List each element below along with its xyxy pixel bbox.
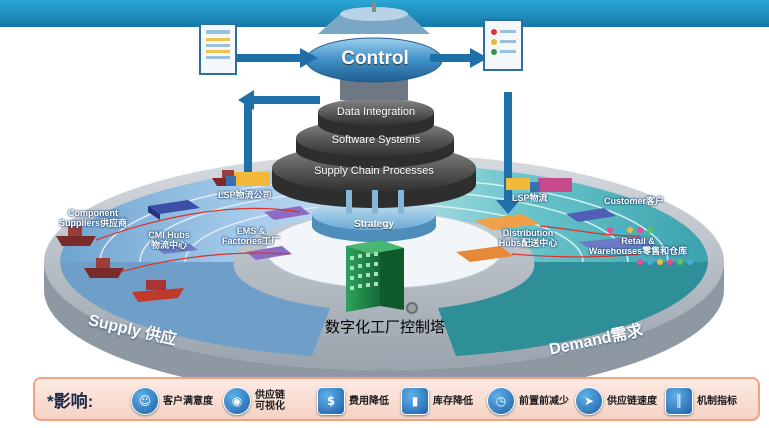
impact-item-cost-reduction: $ 费用降低 — [317, 386, 389, 416]
impact-title: *影响: — [47, 392, 94, 411]
impact-item-customer-satisfaction: ☺ 客户满意度 — [131, 386, 213, 416]
truck-icon — [506, 178, 530, 190]
demand-route — [539, 225, 641, 237]
impact-item-label-line2: 可视化 — [255, 401, 285, 412]
dollar-icon: $ — [317, 387, 345, 415]
distribution-hub-icon — [456, 214, 540, 262]
tower-pillars — [346, 190, 404, 214]
impact-item-label: 机制指标 — [697, 395, 737, 407]
demand-assets — [456, 178, 693, 265]
node-cmi-hubs: CMI Hubs 物流中心 — [138, 230, 200, 250]
node-label-line2: Hubs配送中心 — [498, 238, 558, 248]
warehouse-icon — [148, 200, 200, 220]
node-lsp-right: LSP物流 — [512, 193, 548, 203]
supply-assets — [56, 170, 310, 302]
node-label-line2: Suppliers供应商 — [58, 218, 127, 228]
node-label-line2: Warehouses零售和仓库 — [588, 246, 688, 256]
tower-supply-chain-processes-label: Supply Chain Processes — [314, 165, 434, 177]
dashboard-monitor-left — [199, 23, 237, 75]
warehouse-icon — [578, 236, 656, 252]
warehouse-icon — [156, 244, 198, 254]
truck-icon — [530, 178, 572, 192]
impact-item-label: 供应链速度 — [607, 395, 657, 407]
impact-item-metrics: ║ 机制指标 — [665, 386, 737, 416]
node-label-line1: LSP物流公司 — [218, 190, 272, 200]
center-label: 数字化工厂控制塔 — [324, 319, 445, 336]
impact-item-lead-time: ◷ 前置前减少 — [487, 386, 569, 416]
gear-icon — [406, 302, 418, 314]
node-label-line1: EMS & — [236, 226, 266, 236]
node-label-line1: Distribution — [502, 228, 554, 238]
demand-route — [511, 253, 641, 258]
eye-icon: ◉ — [223, 387, 251, 415]
node-retail-warehouses: Retail & Warehouses零售和仓库 — [578, 236, 698, 256]
node-label-line2: Factories工厂 — [221, 236, 281, 246]
ship-icon — [84, 258, 124, 278]
impact-bar: *影响: ☺ 客户满意度 ◉ 供应链 可视化 $ 费用降低 ▮ 库存降低 ◷ 前… — [33, 377, 760, 421]
node-component-suppliers: Component Suppliers供应商 — [48, 208, 138, 228]
node-label-line1: LSP物流 — [512, 193, 548, 203]
node-label-line1: Component — [68, 208, 118, 218]
impact-item-label: 客户满意度 — [163, 395, 213, 407]
truck-icon — [226, 172, 270, 186]
dashboard-monitor-right — [483, 19, 523, 71]
clock-icon: ◷ — [487, 387, 515, 415]
ship-icon — [56, 226, 96, 246]
node-distribution-hubs: Distribution Hubs配送中心 — [488, 228, 568, 248]
tower-strategy-label: Strategy — [353, 219, 394, 230]
impact-item-speed: ➤ 供应链速度 — [575, 386, 657, 416]
supply-route — [119, 252, 291, 273]
node-label-line1: CMI Hubs — [148, 230, 190, 240]
tower-stack — [272, 2, 476, 208]
impact-item-label: 供应链 — [255, 390, 285, 401]
impact-item-label: 前置前减少 — [519, 395, 569, 407]
node-lsp-left: LSP物流公司 — [218, 190, 272, 200]
smiley-icon: ☺ — [131, 387, 159, 415]
impact-item-visibility: ◉ 供应链 可视化 — [223, 386, 285, 416]
node-label-line2: 物流中心 — [150, 240, 187, 250]
tower-control-label: Control — [341, 48, 409, 69]
impact-item-inventory-reduction: ▮ 库存降低 — [401, 386, 473, 416]
runner-icon: ➤ — [575, 387, 603, 415]
stock-bars-icon: ▮ — [401, 387, 429, 415]
customer-people-icon — [607, 227, 693, 265]
tower-data-integration-label: Data Integration — [336, 106, 416, 118]
tower-software-systems-label: Software Systems — [331, 134, 421, 146]
node-ems-factories: EMS & Factories工厂 — [216, 226, 286, 246]
metrics-bars-icon: ║ — [665, 387, 693, 415]
flow-arrows — [236, 48, 520, 214]
ship-icon — [132, 280, 184, 302]
node-customer: Customer客户 — [604, 196, 664, 206]
node-label-line1: Retail & — [621, 236, 655, 246]
supply-route — [95, 207, 301, 241]
impact-item-label: 库存降低 — [433, 395, 473, 407]
node-label-line1: Customer客户 — [604, 196, 665, 206]
warehouse-icon — [566, 208, 616, 222]
control-building-icon — [346, 240, 404, 312]
impact-item-label: 费用降低 — [349, 395, 389, 407]
